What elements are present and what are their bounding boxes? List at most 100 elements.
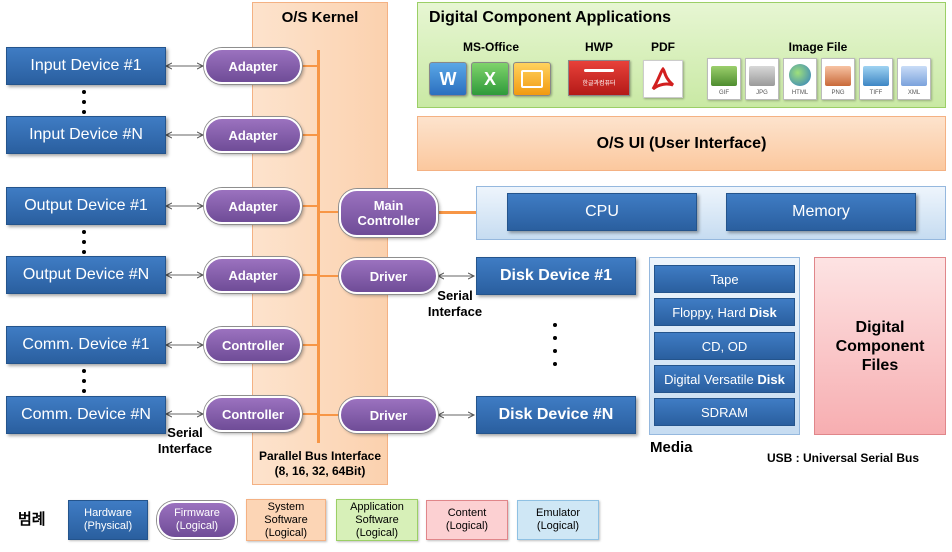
legend-hardware-line2: (Physical): [83, 520, 133, 532]
adapter-1[interactable]: Adapter: [204, 48, 302, 84]
media-text-bold: Disk: [757, 371, 785, 387]
html-file-icon[interactable]: HTML: [783, 58, 817, 100]
tiff-file-icon[interactable]: TIFF: [859, 58, 893, 100]
legend-application-line3: (Logical): [355, 526, 399, 539]
legend-firmware-line2: (Logical): [175, 520, 219, 532]
memory-box[interactable]: Memory: [726, 193, 916, 231]
excel-icon[interactable]: X: [471, 62, 509, 96]
legend-firmware-line1: Firmware: [174, 507, 220, 519]
disk-device-n[interactable]: Disk Device #N: [476, 396, 636, 434]
adapter-4[interactable]: Adapter: [204, 257, 302, 293]
tiff-ext: TIFF: [869, 90, 883, 96]
cpu-box[interactable]: CPU: [507, 193, 697, 231]
ellipsis-dots: [82, 230, 86, 260]
legend-title: 범례: [18, 511, 46, 528]
input-device-n[interactable]: Input Device #N: [6, 116, 166, 154]
gif-file-icon[interactable]: GIF: [707, 58, 741, 100]
ellipsis-dots: [82, 369, 86, 399]
xml-file-icon[interactable]: XML: [897, 58, 931, 100]
media-cd-od[interactable]: CD, OD: [654, 332, 795, 360]
bus-tie-driver2: [319, 414, 339, 416]
bus-label-line1: Parallel Bus Interface: [258, 449, 382, 463]
hwp-icon[interactable]: 한글과컴퓨터: [568, 60, 630, 96]
bus-tie-6: [302, 413, 318, 415]
digital-component-files-box[interactable]: Digital Component Files: [814, 257, 946, 435]
html-ext: HTML: [791, 90, 809, 96]
applications-title: Digital Component Applications: [429, 9, 672, 26]
adapter-2[interactable]: Adapter: [204, 117, 302, 153]
bus-tie-3: [302, 205, 318, 207]
legend-content: Content (Logical): [426, 500, 508, 540]
legend-system-line2: Software: [264, 513, 308, 526]
input-device-1[interactable]: Input Device #1: [6, 47, 166, 85]
bus-tie-driver1: [319, 275, 339, 277]
media-title: Media: [650, 439, 693, 456]
main-to-cpu-line: [438, 211, 476, 214]
comm-device-1[interactable]: Comm. Device #1: [6, 326, 166, 364]
pdf-icon[interactable]: [643, 60, 683, 98]
disk-device-1[interactable]: Disk Device #1: [476, 257, 636, 295]
legend-application-line2: Software: [355, 513, 399, 526]
xml-thumbnail: [901, 66, 927, 86]
legend-content-line1: Content: [447, 507, 487, 519]
main-controller[interactable]: Main Controller: [339, 189, 438, 237]
acrobat-glyph: [651, 66, 675, 91]
files-line1: Digital: [855, 318, 905, 336]
os-ui-label: O/S UI (User Interface): [596, 134, 767, 152]
png-file-icon[interactable]: PNG: [821, 58, 855, 100]
ellipsis-dots: [82, 90, 86, 120]
bus-tie-5: [302, 344, 318, 346]
bus-tie-main: [319, 211, 339, 213]
media-dvd[interactable]: Digital Versatile Disk: [654, 365, 795, 393]
group-label-hwp: HWP: [585, 40, 613, 54]
controller-1[interactable]: Controller: [204, 327, 302, 363]
tiff-thumbnail: [863, 66, 889, 86]
hwp-caption: 한글과컴퓨터: [582, 81, 616, 87]
media-tape[interactable]: Tape: [654, 265, 795, 293]
group-label-pdf: PDF: [651, 40, 675, 54]
kernel-title: O/S Kernel: [281, 9, 359, 26]
serial-label-line2: Interface: [427, 304, 483, 319]
media-floppy-hard-disk[interactable]: Floppy, Hard Disk: [654, 298, 795, 326]
bus-tie-1: [302, 65, 318, 67]
ellipsis-dots: [553, 323, 557, 372]
controller-2[interactable]: Controller: [204, 396, 302, 432]
gif-thumbnail: [711, 66, 737, 86]
hwp-swoosh: [584, 69, 614, 72]
comm-device-n[interactable]: Comm. Device #N: [6, 396, 166, 434]
legend-firmware: Firmware (Logical): [157, 501, 237, 539]
globe-icon: [789, 64, 811, 86]
media-sdram[interactable]: SDRAM: [654, 398, 795, 426]
png-ext: PNG: [831, 90, 845, 96]
serial-label-line2: Interface: [157, 441, 213, 456]
files-line3: Files: [861, 356, 899, 374]
media-text-bold: Disk: [749, 304, 777, 320]
legend-hardware: Hardware (Physical): [68, 500, 148, 540]
jpg-thumbnail: [749, 66, 775, 86]
png-thumbnail: [825, 66, 851, 86]
group-label-msoffice: MS-Office: [462, 40, 519, 54]
legend-emulator-line1: Emulator: [535, 507, 581, 519]
group-label-image: Image File: [788, 40, 848, 54]
output-device-1[interactable]: Output Device #1: [6, 187, 166, 225]
legend-system-line3: (Logical): [264, 526, 308, 539]
output-device-n[interactable]: Output Device #N: [6, 256, 166, 294]
word-icon[interactable]: W: [429, 62, 467, 96]
media-text: CD, OD: [701, 338, 748, 354]
jpg-file-icon[interactable]: JPG: [745, 58, 779, 100]
legend-hardware-line1: Hardware: [84, 507, 132, 519]
main-controller-line2: Controller: [357, 213, 420, 228]
powerpoint-icon[interactable]: [513, 62, 551, 96]
files-line2: Component: [835, 337, 925, 355]
jpg-ext: JPG: [756, 90, 768, 96]
driver-2[interactable]: Driver: [339, 397, 438, 433]
driver-1[interactable]: Driver: [339, 258, 438, 294]
legend-emulator: Emulator (Logical): [517, 500, 599, 540]
bus-tie-4: [302, 274, 318, 276]
parallel-bus-line: [317, 50, 320, 443]
adapter-3[interactable]: Adapter: [204, 188, 302, 224]
legend-content-line2: (Logical): [445, 520, 489, 532]
os-ui-bar[interactable]: O/S UI (User Interface): [417, 116, 946, 171]
media-text: Digital Versatile: [664, 371, 758, 387]
